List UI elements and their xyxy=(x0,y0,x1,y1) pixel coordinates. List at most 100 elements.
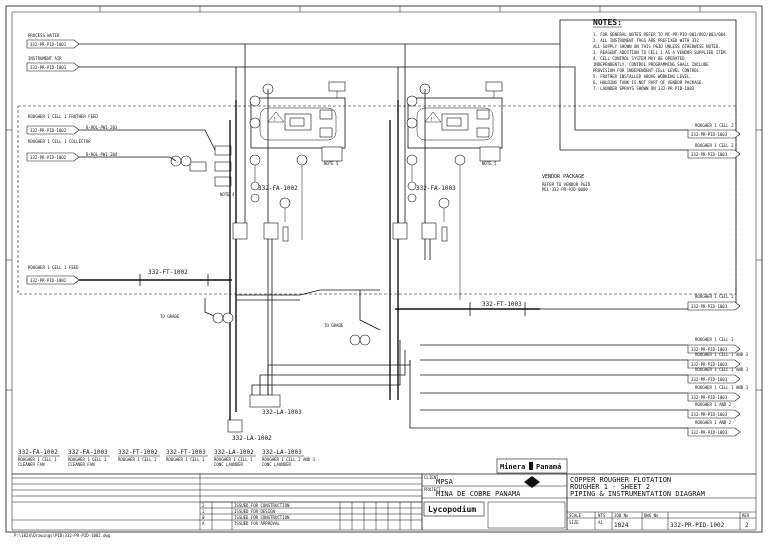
svg-text:ISSUED FOR APPROVAL: ISSUED FOR APPROVAL xyxy=(234,521,280,526)
offpage-connector-out-5[interactable]: ROUGHER 1 CELL 1 AND 3 332-PR-PID-1003 xyxy=(687,352,749,369)
offpage-connector-out-6[interactable]: ROUGHER 1 CELL 1 AND 3 332-PR-PID-1003 xyxy=(687,367,749,384)
note-line: ALL SUPPLY SHOWN ON THIS P&ID UNLESS OTH… xyxy=(593,44,721,49)
line-label: B-ROL-PW1-203 xyxy=(86,125,118,130)
svg-text:332-LA-1002: 332-LA-1002 xyxy=(214,449,254,456)
offpage-connector-out-1[interactable]: ROUGHER 1 CELL 2 332-PR-PID-1003 xyxy=(687,123,741,139)
equipment-item: 332-LA-1003 ROUGHER 1 CELL 2 AND 3 CONC … xyxy=(262,449,316,467)
note-line: 3. REAGENT ADDITION TO CELL 1 AS A VENDO… xyxy=(593,50,728,55)
svg-text:NTS: NTS xyxy=(598,513,606,518)
equipment-item: 332-FA-1002 ROUGHER 1 CELL 1 CLEANER FAN xyxy=(18,449,60,467)
svg-text:TO GRADE: TO GRADE xyxy=(324,323,344,328)
svg-text:332-FT-1003: 332-FT-1003 xyxy=(166,449,206,456)
svg-text:PROJECT: PROJECT xyxy=(424,487,441,492)
svg-text:REFER TO VENDOR P&ID: REFER TO VENDOR P&ID xyxy=(542,182,591,187)
svg-text:ISSUED FOR CONSTRUCTION: ISSUED FOR CONSTRUCTION xyxy=(234,515,290,520)
svg-text:REV: REV xyxy=(742,513,750,518)
offpage-connector-instrument-air[interactable]: INSTRUMENT AIR 332-PR-PID-1001 xyxy=(26,56,80,72)
svg-text:ROUGHER 1 CELL 2 AND 3: ROUGHER 1 CELL 2 AND 3 xyxy=(262,457,316,462)
note-line: PROVISION FOR INDEPENDENT CELL LEVEL CON… xyxy=(593,68,701,73)
svg-text:Panamá: Panamá xyxy=(536,463,561,471)
offpage-connector-out-7[interactable]: ROUGHER 1 CELL 1 AND 3 332-PR-PID-1003 xyxy=(687,385,749,402)
svg-text:1: 1 xyxy=(202,509,205,514)
offpage-connector-out-9[interactable]: ROUGHER 1 AND 2 332-PR-PID-1003 xyxy=(687,420,741,437)
svg-text:ROUGHER 1 CELL 1 AND 3: ROUGHER 1 CELL 1 AND 3 xyxy=(695,367,749,372)
project-name: MINA DE COBRE PANAMA xyxy=(436,490,521,498)
svg-text:A1: A1 xyxy=(598,520,603,525)
svg-text:332-PR-PID-1002: 332-PR-PID-1002 xyxy=(30,128,67,133)
offpage-connector-process-water[interactable]: PROCESS WATER 332-PR-PID-1001 xyxy=(26,33,80,49)
offpage-connector-cell-feed[interactable]: ROUGHER 1 CELL 1 FEED 332-PR-PID-1002 xyxy=(26,265,80,285)
tag-fa-1002: 332-FA-1002 xyxy=(258,185,298,192)
tag-la-1003: 332-LA-1003 xyxy=(262,409,302,416)
svg-text:PROCESS WATER: PROCESS WATER xyxy=(28,33,60,38)
vendor-package-boundary xyxy=(17,105,737,295)
svg-text:DWG No: DWG No xyxy=(644,513,659,518)
svg-text:CLIENT: CLIENT xyxy=(424,475,439,480)
svg-text:0: 0 xyxy=(202,515,205,520)
svg-text:SIZE: SIZE xyxy=(569,520,579,525)
drawing-title-line3: PIPING & INSTRUMENTATION DIAGRAM xyxy=(570,490,705,498)
offpage-connector-out-4[interactable]: ROUGHER 1 CELL 3 332-PR-PID-1003 xyxy=(687,337,741,354)
svg-text:SCALE: SCALE xyxy=(569,513,582,518)
title-block: 2 ISSUED FOR CONSTRUCTION 1 ISSUED FOR D… xyxy=(12,458,756,530)
svg-text:2: 2 xyxy=(202,503,205,508)
svg-text:332-PR-PID-1001: 332-PR-PID-1001 xyxy=(30,42,67,47)
svg-text:ROUGHER 1 AND 2: ROUGHER 1 AND 2 xyxy=(695,402,732,407)
revision-number: 2 xyxy=(745,522,749,529)
tag-ft-1003: 332-FT-1003 xyxy=(482,301,522,308)
notes-block: NOTES: 1. FOR GENERAL NOTES REFER TO MC-… xyxy=(593,18,728,91)
svg-text:332-PR-PID-1003: 332-PR-PID-1003 xyxy=(691,152,728,157)
tag-fa-1003: 332-FA-1003 xyxy=(416,185,456,192)
svg-text:A: A xyxy=(202,521,205,526)
offpage-connector-collector[interactable]: ROUGHER 1 CELL 1 COLLECTOR 332-PR-PID-10… xyxy=(26,139,91,162)
equipment-item: 332-FT-1002 ROUGHER 1 CELL 2 xyxy=(118,449,160,462)
svg-text:ROUGHER 1 CELL 1: ROUGHER 1 CELL 1 xyxy=(214,457,253,462)
svg-text:ROUGHER 1 CELL 3: ROUGHER 1 CELL 3 xyxy=(695,337,734,342)
vendor-package-label: VENDOR PACKAGE REFER TO VENDOR P&ID MCL-… xyxy=(542,174,591,192)
svg-text:332-PR-PID-1003: 332-PR-PID-1003 xyxy=(691,132,728,137)
svg-text:332-FA-1003: 332-FA-1003 xyxy=(68,449,108,456)
offpage-connector-out-8[interactable]: ROUGHER 1 AND 2 332-PR-PID-1003 xyxy=(687,402,741,419)
svg-text:ROUGHER 1 CELL 1 AND 3: ROUGHER 1 CELL 1 AND 3 xyxy=(695,385,749,390)
svg-text:ROUGHER 1 CELL 1 FEED: ROUGHER 1 CELL 1 FEED xyxy=(28,265,79,270)
offpage-connector-out-3[interactable]: ROUGHER 1 CELL 2 332-PR-PID-1003 xyxy=(687,294,741,311)
svg-text:!: ! xyxy=(430,117,433,123)
svg-text:TO GRADE: TO GRADE xyxy=(160,314,180,319)
svg-text:ROUGHER 1 CELL 1 COLLECTOR: ROUGHER 1 CELL 1 COLLECTOR xyxy=(28,139,91,144)
note-line: INDEPENDENTLY. CONTROL PROGRAMMING SHALL… xyxy=(593,62,709,67)
line-label: B-ROL-PW1-204 xyxy=(86,152,118,157)
equipment-item: 332-FT-1003 ROUGHER 1 CELL 3 xyxy=(166,449,208,462)
svg-text:INSTRUMENT AIR: INSTRUMENT AIR xyxy=(28,56,62,61)
right-outputs: ROUGHER 1 CELL 2 332-PR-PID-1003 ROUGHER… xyxy=(687,123,749,437)
offpage-connector-out-2[interactable]: ROUGHER 1 CELL 2 332-PR-PID-1003 xyxy=(687,143,741,159)
svg-text:CONC LAUNDER: CONC LAUNDER xyxy=(214,462,243,467)
svg-text:NOTE 5: NOTE 5 xyxy=(324,161,339,166)
sheet-border xyxy=(5,5,763,533)
svg-text:CLEANER FAN: CLEANER FAN xyxy=(68,462,95,467)
drawing-number: 332-PR-PID-1002 xyxy=(670,522,725,529)
note-line: 6. HOLDING TANK IS NOT PART OF VENDOR PA… xyxy=(593,80,704,85)
svg-text:VENDOR PACKAGE: VENDOR PACKAGE xyxy=(542,174,584,180)
client-name: MPSA xyxy=(436,478,454,486)
svg-text:332-LA-1003: 332-LA-1003 xyxy=(262,449,302,456)
svg-text:332-FA-1002: 332-FA-1002 xyxy=(18,449,58,456)
svg-text:332-PR-PID-1003: 332-PR-PID-1003 xyxy=(691,347,728,352)
drawing-title-line1: COPPER ROUGHER FLOTATION xyxy=(570,476,671,484)
svg-text:NOTE 5: NOTE 5 xyxy=(482,161,497,166)
left-inputs: PROCESS WATER 332-PR-PID-1001 INSTRUMENT… xyxy=(26,33,118,285)
tag-la-1002: 332-LA-1002 xyxy=(232,435,272,442)
svg-text:ISSUED FOR DESIGN: ISSUED FOR DESIGN xyxy=(234,509,276,514)
svg-text:ROUGHER 1 CELL 2: ROUGHER 1 CELL 2 xyxy=(118,457,157,462)
note-line: 2. ALL INSTRUMENT TAGS ARE PREFIXED WITH… xyxy=(593,38,700,43)
svg-text:Minera: Minera xyxy=(500,463,525,471)
note-line: 5. FROTHER INSTALLED ABOVE WORKING LEVEL… xyxy=(593,74,692,79)
svg-text:ROUGHER 1 CELL 2: ROUGHER 1 CELL 2 xyxy=(68,457,107,462)
offpage-connector-frother-feed[interactable]: ROUGHER 1 CELL 1 FROTHER FEED 332-PR-PID… xyxy=(26,114,98,135)
launder-collection xyxy=(227,340,688,433)
svg-text:332-PR-PID-1002: 332-PR-PID-1002 xyxy=(30,278,67,283)
sheet-inner-border xyxy=(11,11,757,531)
svg-text:332-PR-PID-1003: 332-PR-PID-1003 xyxy=(691,362,728,367)
equipment-list: 332-FA-1002 ROUGHER 1 CELL 1 CLEANER FAN… xyxy=(18,449,316,467)
cell-2-instruments: NOTE 5 xyxy=(406,83,501,209)
